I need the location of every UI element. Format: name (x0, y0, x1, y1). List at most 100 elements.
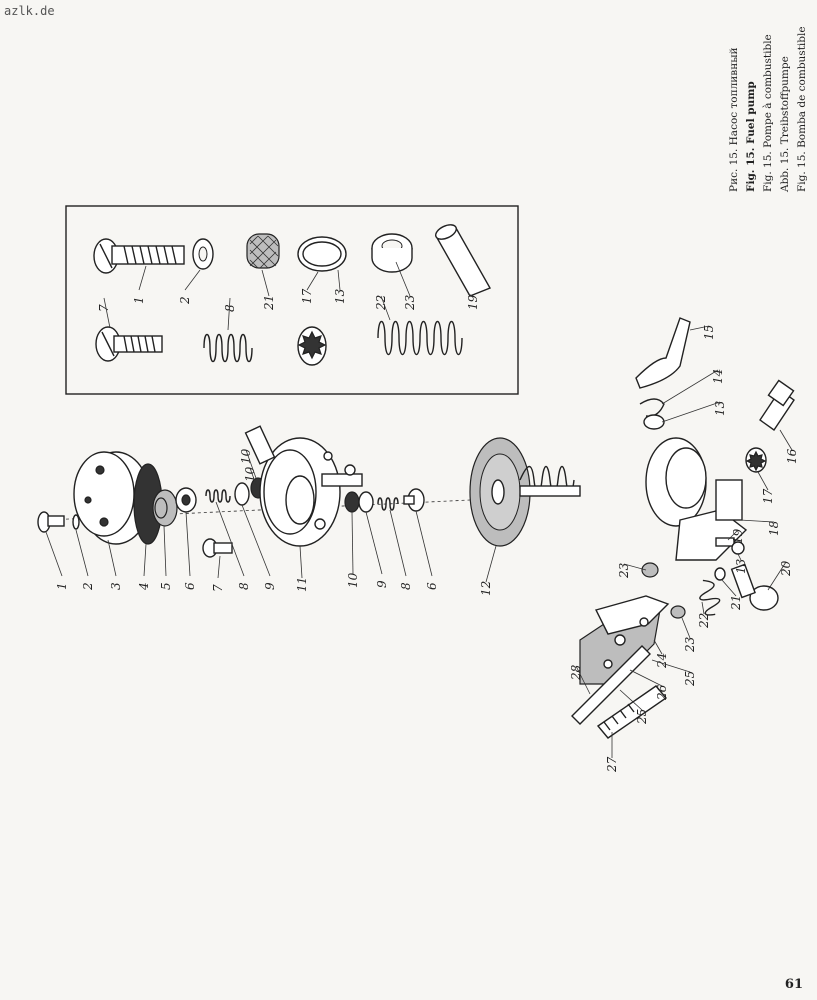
star-washer-part (745, 447, 767, 473)
part-label-9: 9 (375, 580, 389, 588)
leader-line (249, 467, 259, 491)
assembly-axis-line (47, 499, 471, 521)
leader-line (217, 555, 221, 579)
watermark-text: azlk.de (4, 4, 55, 18)
part-label-7: 7 (97, 304, 111, 312)
leader-line (651, 659, 691, 673)
lever-plate-assembly-part (579, 595, 670, 685)
leader-line (215, 501, 245, 577)
inset-filter-part (246, 233, 280, 269)
part-label-5: 5 (159, 582, 173, 590)
part-label-17: 17 (300, 288, 314, 304)
part-label-19: 19 (731, 528, 745, 544)
leader-line (337, 269, 341, 291)
part-label-1: 1 (132, 296, 146, 304)
inset-spring-part (203, 333, 253, 363)
outlet-valve-disc-part (358, 491, 374, 513)
part-label-12: 12 (479, 581, 493, 596)
part-label-1: 1 (55, 582, 69, 590)
part-label-2: 2 (178, 296, 192, 305)
part-label-8: 8 (399, 582, 413, 590)
lever-rod-part (571, 645, 651, 725)
part-label-3: 3 (109, 582, 123, 590)
leader-line (739, 519, 775, 523)
leader-line (107, 539, 117, 577)
leader-line (689, 325, 710, 331)
part-label-21: 21 (729, 595, 743, 611)
valve-disc-part (234, 482, 250, 506)
part-label-21: 21 (262, 295, 276, 311)
part-label-10: 10 (346, 572, 360, 588)
inset-long-spring-part (377, 320, 463, 356)
part-label-13: 13 (734, 558, 748, 574)
upper-bushing-part (641, 562, 659, 578)
part-label-27: 27 (605, 756, 619, 773)
leader-line (575, 665, 591, 695)
leader-line (143, 543, 147, 577)
leader-line (619, 689, 643, 711)
part-label-26: 26 (655, 684, 669, 701)
leader-line (467, 293, 474, 297)
leader-line (45, 531, 63, 577)
mounting-stud-part (596, 685, 668, 739)
leader-line (681, 617, 691, 639)
inset-ring-part (297, 236, 347, 272)
leader-line (779, 429, 793, 451)
page-number: 61 (784, 977, 803, 992)
leader-line (767, 561, 787, 591)
part-label-8: 8 (223, 304, 237, 312)
part-label-23: 23 (683, 636, 697, 653)
diaphragm-part (469, 437, 581, 547)
pump-lower-body-part (645, 437, 748, 561)
part-label-25: 25 (635, 709, 649, 725)
leader-line (623, 563, 647, 571)
leader-line (163, 525, 167, 577)
lower-bushing-part (670, 605, 686, 619)
leader-line (185, 511, 191, 577)
part-label-8: 8 (237, 582, 251, 590)
part-label-22: 22 (697, 613, 711, 629)
part-label-23: 23 (617, 562, 631, 579)
drain-plug-part (759, 379, 795, 431)
inset-short-screw-part (95, 326, 163, 362)
leader-line (261, 269, 270, 297)
part-label-25: 25 (683, 671, 697, 687)
part-label-14: 14 (711, 369, 725, 384)
lever-ring-part (643, 414, 665, 430)
valve-spring-part (205, 489, 231, 503)
part-label-13: 13 (333, 288, 347, 304)
inset-frame (65, 205, 519, 395)
inset-bushing-part (371, 233, 413, 273)
outlet-valve-part (403, 488, 425, 512)
part-label-6: 6 (425, 582, 439, 590)
outlet-gasket-part (344, 491, 360, 513)
small-washer-part (714, 567, 726, 581)
inset-split-washer-part (192, 238, 214, 270)
part-label-15: 15 (702, 325, 716, 340)
pump-upper-body-part (244, 425, 363, 547)
leader-line (661, 369, 719, 405)
leader-line (227, 297, 231, 331)
cover-screw-part (37, 511, 65, 533)
part-label-4: 4 (137, 582, 151, 591)
part-label-17: 17 (761, 488, 775, 504)
pin-part (715, 537, 735, 547)
part-label-23: 23 (403, 294, 417, 311)
part-label-28: 28 (569, 664, 583, 681)
part-label-22: 22 (374, 295, 388, 311)
leader-line (661, 401, 721, 423)
leader-line (380, 295, 391, 321)
inset-star-washer-part (297, 326, 327, 366)
leader-line (629, 669, 663, 687)
filter-screen-part (152, 489, 178, 527)
leader-line (184, 269, 201, 291)
leader-line (245, 449, 257, 479)
inlet-valve-part (175, 487, 197, 513)
leader-line (395, 261, 411, 297)
outlet-valve-spring-part (377, 497, 399, 511)
leader-line (306, 271, 319, 291)
part-label-7: 7 (211, 584, 225, 592)
leader-line (138, 265, 147, 291)
leader-line (485, 545, 497, 583)
